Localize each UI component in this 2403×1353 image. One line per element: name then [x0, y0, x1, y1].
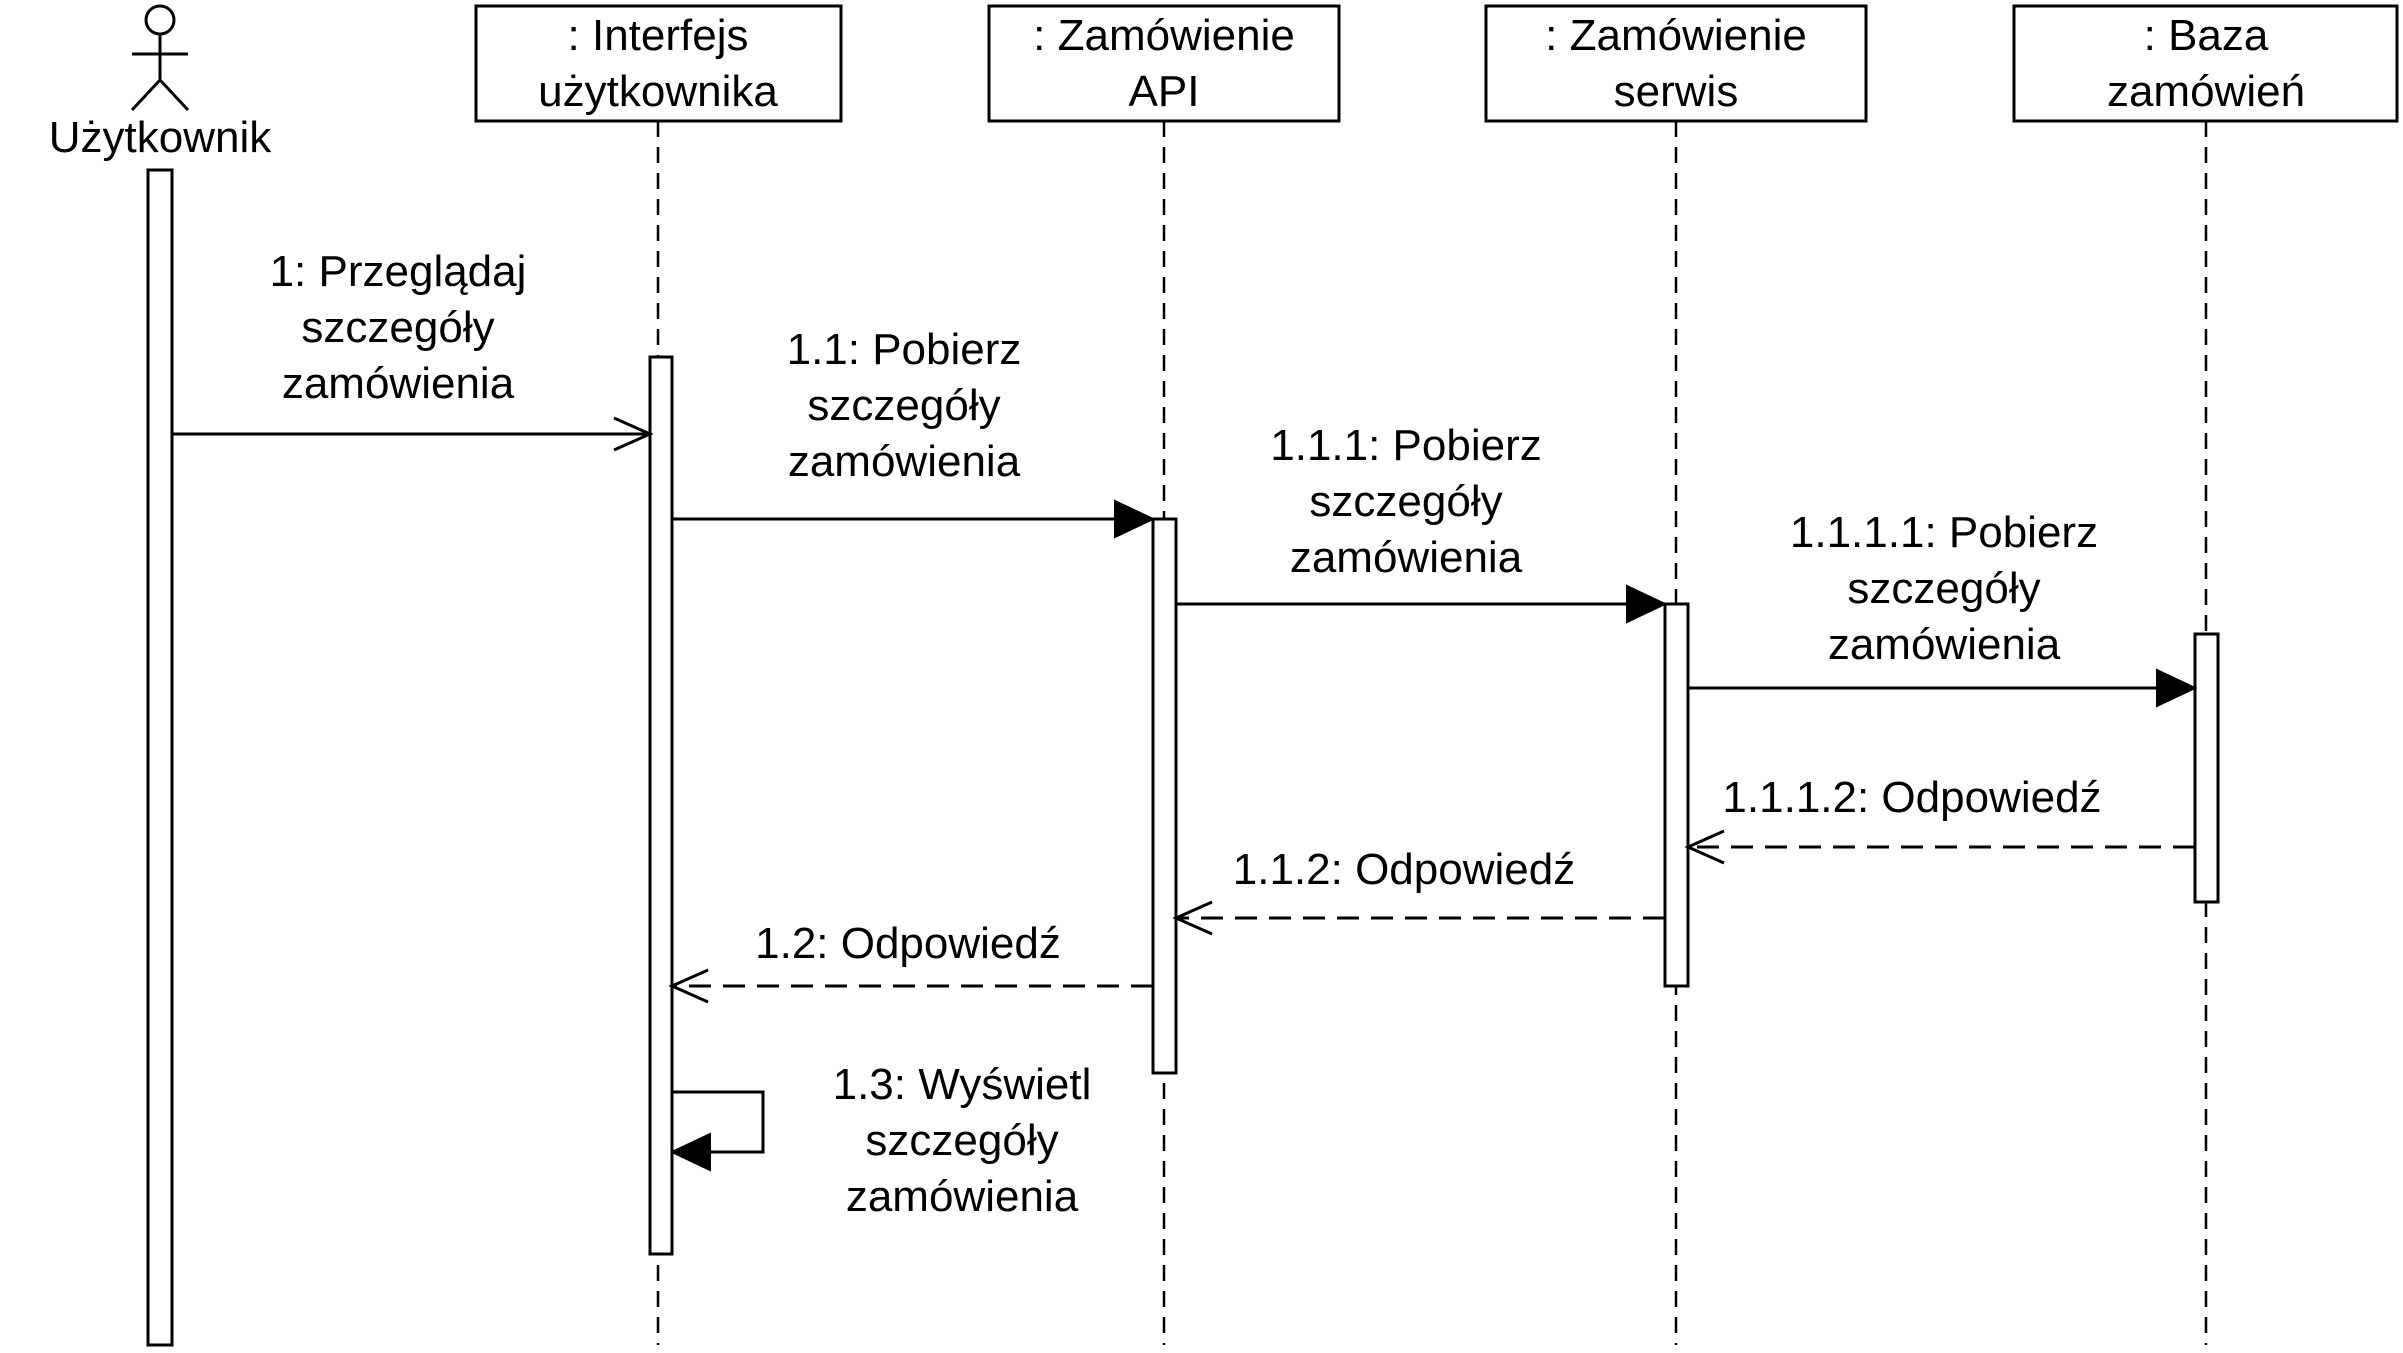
actor-activation-bar [146, 168, 174, 1347]
message-label-1-3-line3: zamówienia [846, 1172, 1079, 1221]
message-label-1-3-line2: szczegóły [865, 1116, 1058, 1165]
message-label-1-line2: szczegóły [301, 303, 494, 352]
activation-bar-zamowienie-api [1151, 517, 1178, 1075]
message-label-1-2: 1.2: Odpowiedź [755, 919, 1061, 968]
message-label-1-1-1-1-line2: szczegóły [1847, 564, 2040, 613]
message-label-1-1-1-2: 1.1.1.2: Odpowiedź [1722, 773, 2101, 822]
participant-label-baza-line2: zamówień [2107, 67, 2305, 116]
participant-box-zamowienie-serwis [1484, 4, 1868, 123]
message-arrowhead-1-1-1-1 [2156, 668, 2198, 708]
activation-bar-baza [2193, 632, 2220, 904]
actor-name: Użytkownik [49, 113, 272, 162]
message-arrowhead-1-1 [1114, 499, 1156, 539]
message-label-1-1-line2: szczegóły [807, 381, 1000, 430]
message-arrowhead-1 [613, 416, 654, 452]
participant-box-baza [2012, 4, 2399, 123]
message-label-1-1-1-1-line3: zamówienia [1828, 620, 2061, 669]
message-arrowhead-1-2 [668, 968, 709, 1004]
actor-figure [130, 4, 190, 112]
message-label-1-1-1-1-line1: 1.1.1.1: Pobierz [1790, 508, 2098, 557]
message-label-1-3-line1: 1.3: Wyświetl [833, 1060, 1092, 1109]
activation-bar-zamowienie-serwis [1663, 602, 1690, 988]
participant-label-zamowienie-serwis-line1: : Zamówienie [1545, 11, 1807, 60]
message-label-1-1-2: 1.1.2: Odpowiedź [1233, 845, 1575, 894]
participant-label-zamowienie-serwis-line2: serwis [1614, 67, 1739, 116]
participant-box-interfejs [474, 4, 843, 123]
message-arrowhead-1-3 [669, 1132, 711, 1172]
message-label-1-1-1-line2: szczegóły [1309, 477, 1502, 526]
message-label-1-1-line1: 1.1: Pobierz [787, 325, 1022, 374]
message-label-1-line1: 1: Przeglądaj [270, 247, 527, 296]
message-label-1-1-1-line1: 1.1.1: Pobierz [1270, 421, 1542, 470]
message-label-1-line3: zamówienia [282, 359, 515, 408]
participant-label-zamowienie-api-line2: API [1129, 67, 1200, 116]
message-arrowhead-1-1-2 [1172, 900, 1213, 936]
message-arrowhead-1-1-1 [1626, 584, 1668, 624]
activation-bar-interfejs [648, 355, 674, 1256]
participant-label-interfejs-line2: użytkownika [538, 67, 778, 116]
message-arrow-1-3 [672, 1090, 765, 1154]
participant-label-interfejs-line1: : Interfejs [568, 11, 749, 60]
message-label-1-1-line3: zamówienia [788, 437, 1021, 486]
message-arrowhead-1-1-1-2 [1684, 829, 1725, 865]
participant-label-baza-line1: : Baza [2144, 11, 2269, 60]
participant-label-zamowienie-api-line1: : Zamówienie [1033, 11, 1295, 60]
message-label-1-1-1-line3: zamówienia [1290, 533, 1523, 582]
